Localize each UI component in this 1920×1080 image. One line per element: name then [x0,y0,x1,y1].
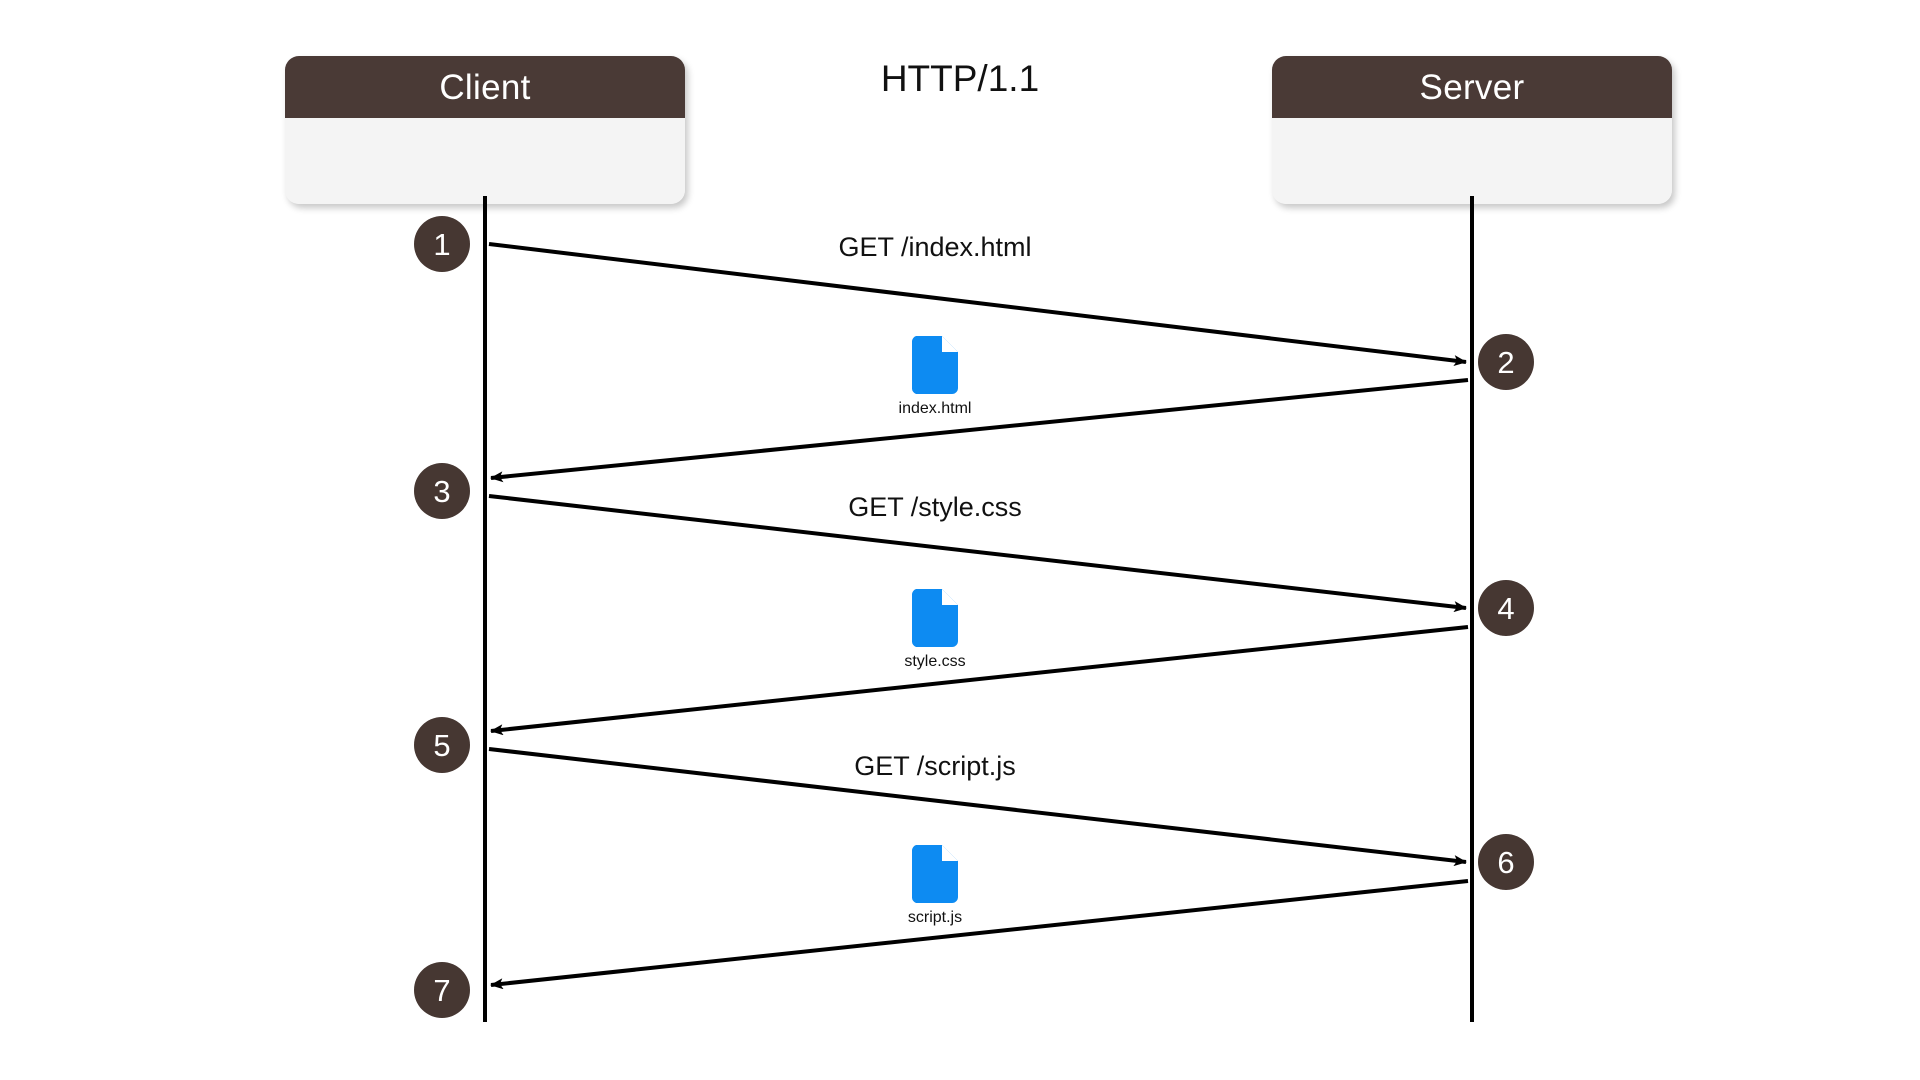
participant-client: Client [285,56,685,204]
step-badge-6: 6 [1478,834,1534,890]
participant-client-header: Client [285,56,685,118]
participant-server: Server [1272,56,1672,204]
file-icon [912,845,958,903]
step-badge-1: 1 [414,216,470,272]
participant-server-label: Server [1419,67,1525,107]
message-label-script-js: GET /script.js [854,751,1016,781]
participant-client-body [285,118,685,204]
message-label-index-html: GET /index.html [838,232,1032,262]
participant-server-body [1272,118,1672,204]
asset-index-html: index.html [845,336,1025,417]
asset-style-css: style.css [845,589,1025,670]
asset-script-js: script.js [845,845,1025,926]
file-icon [912,589,958,647]
step-badge-5: 5 [414,717,470,773]
participant-client-label: Client [439,67,531,107]
step-badge-3: 3 [414,463,470,519]
asset-style-css-label: style.css [904,653,966,670]
participant-server-header: Server [1272,56,1672,118]
diagram-title: HTTP/1.1 [880,58,1040,99]
step-badge-4: 4 [1478,580,1534,636]
file-icon [912,336,958,394]
message-label-style-css: GET /style.css [848,492,1022,522]
asset-index-html-label: index.html [898,400,972,417]
step-badge-7: 7 [414,962,470,1018]
step-badge-2: 2 [1478,334,1534,390]
asset-script-js-label: script.js [907,909,963,926]
